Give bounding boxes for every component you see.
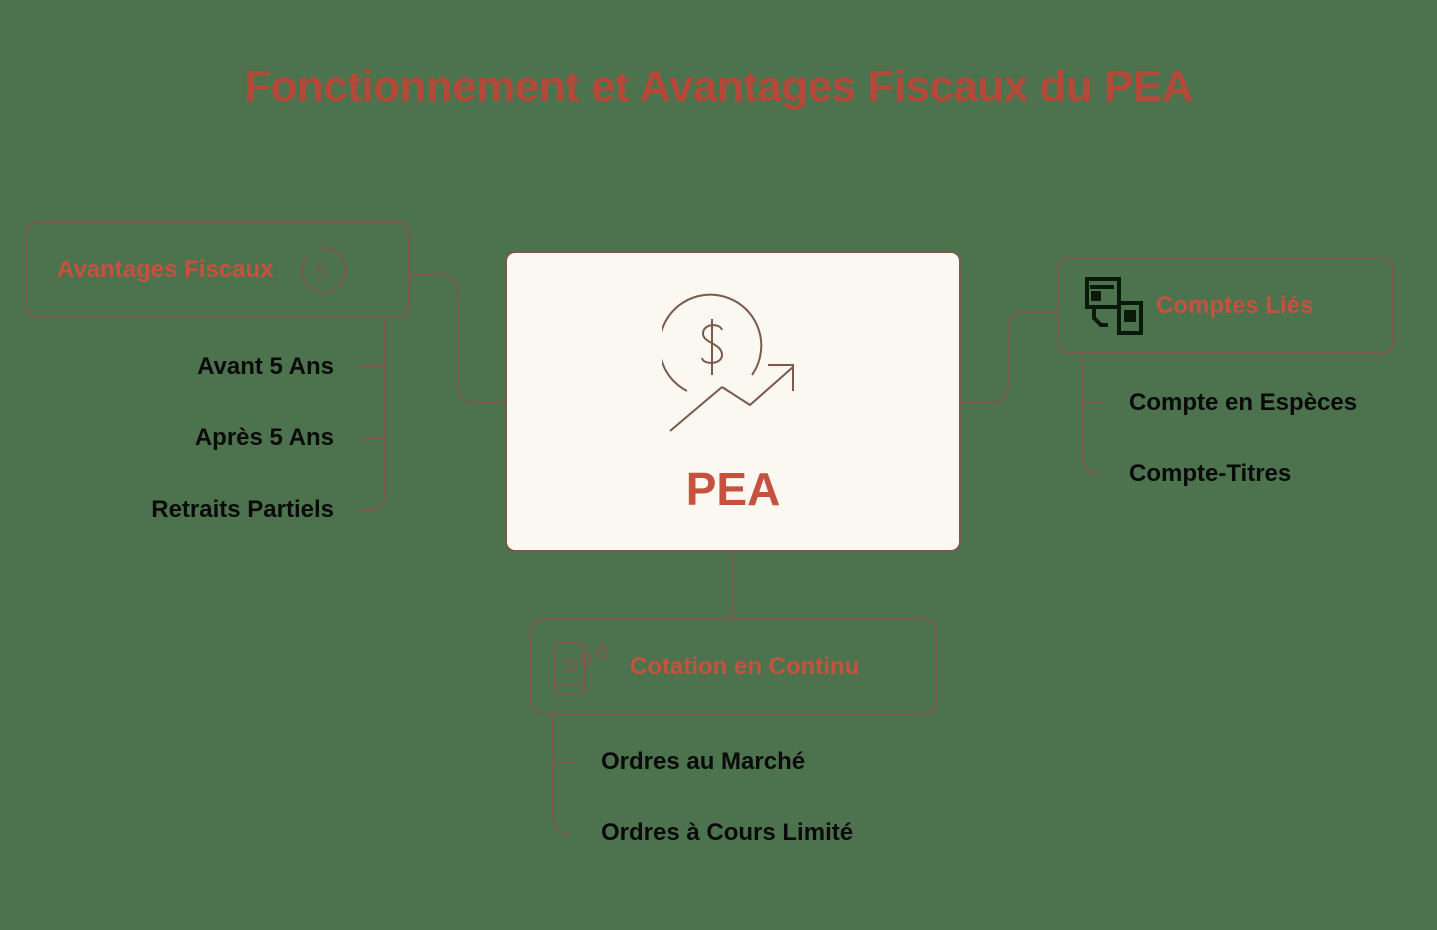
linked-accounts-label: Comptes Liés <box>1156 291 1314 319</box>
quotation-item-ordres-cours-limite: Ordres à Cours Limité <box>601 819 854 846</box>
linked-accounts-card[interactable]: Comptes Liés <box>1057 257 1394 354</box>
continuous-quotation-card[interactable]: Cotation en Continu <box>530 618 937 715</box>
tax-item-apres-5-ans: Après 5 Ans <box>194 424 334 451</box>
pea-center-card[interactable] <box>505 251 961 552</box>
quotation-item-ordres-marche: Ordres au Marché <box>601 748 806 775</box>
dollar-growth-icon <box>658 293 812 448</box>
pea-label: PEA <box>685 463 781 515</box>
continuous-quotation-label: Cotation en Continu <box>630 652 860 680</box>
five-year-cycle-icon: 5 <box>294 242 350 298</box>
linked-accounts-icon <box>1084 276 1144 336</box>
accounts-item-compte-especes: Compte en Espèces <box>1129 389 1358 416</box>
tax-item-avant-5-ans: Avant 5 Ans <box>197 353 334 380</box>
tax-advantages-label: Avantages Fiscaux <box>57 255 274 283</box>
tax-item-retraits-partiels: Retraits Partiels <box>151 496 334 523</box>
diagram-title: Fonctionnement et Avantages Fiscaux du P… <box>244 62 1193 111</box>
mobile-chart-icon <box>552 637 612 697</box>
accounts-item-compte-titres: Compte-Titres <box>1129 460 1292 487</box>
svg-text:5: 5 <box>315 258 327 283</box>
tax-advantages-card[interactable]: Avantages Fiscaux 5 <box>25 221 410 318</box>
